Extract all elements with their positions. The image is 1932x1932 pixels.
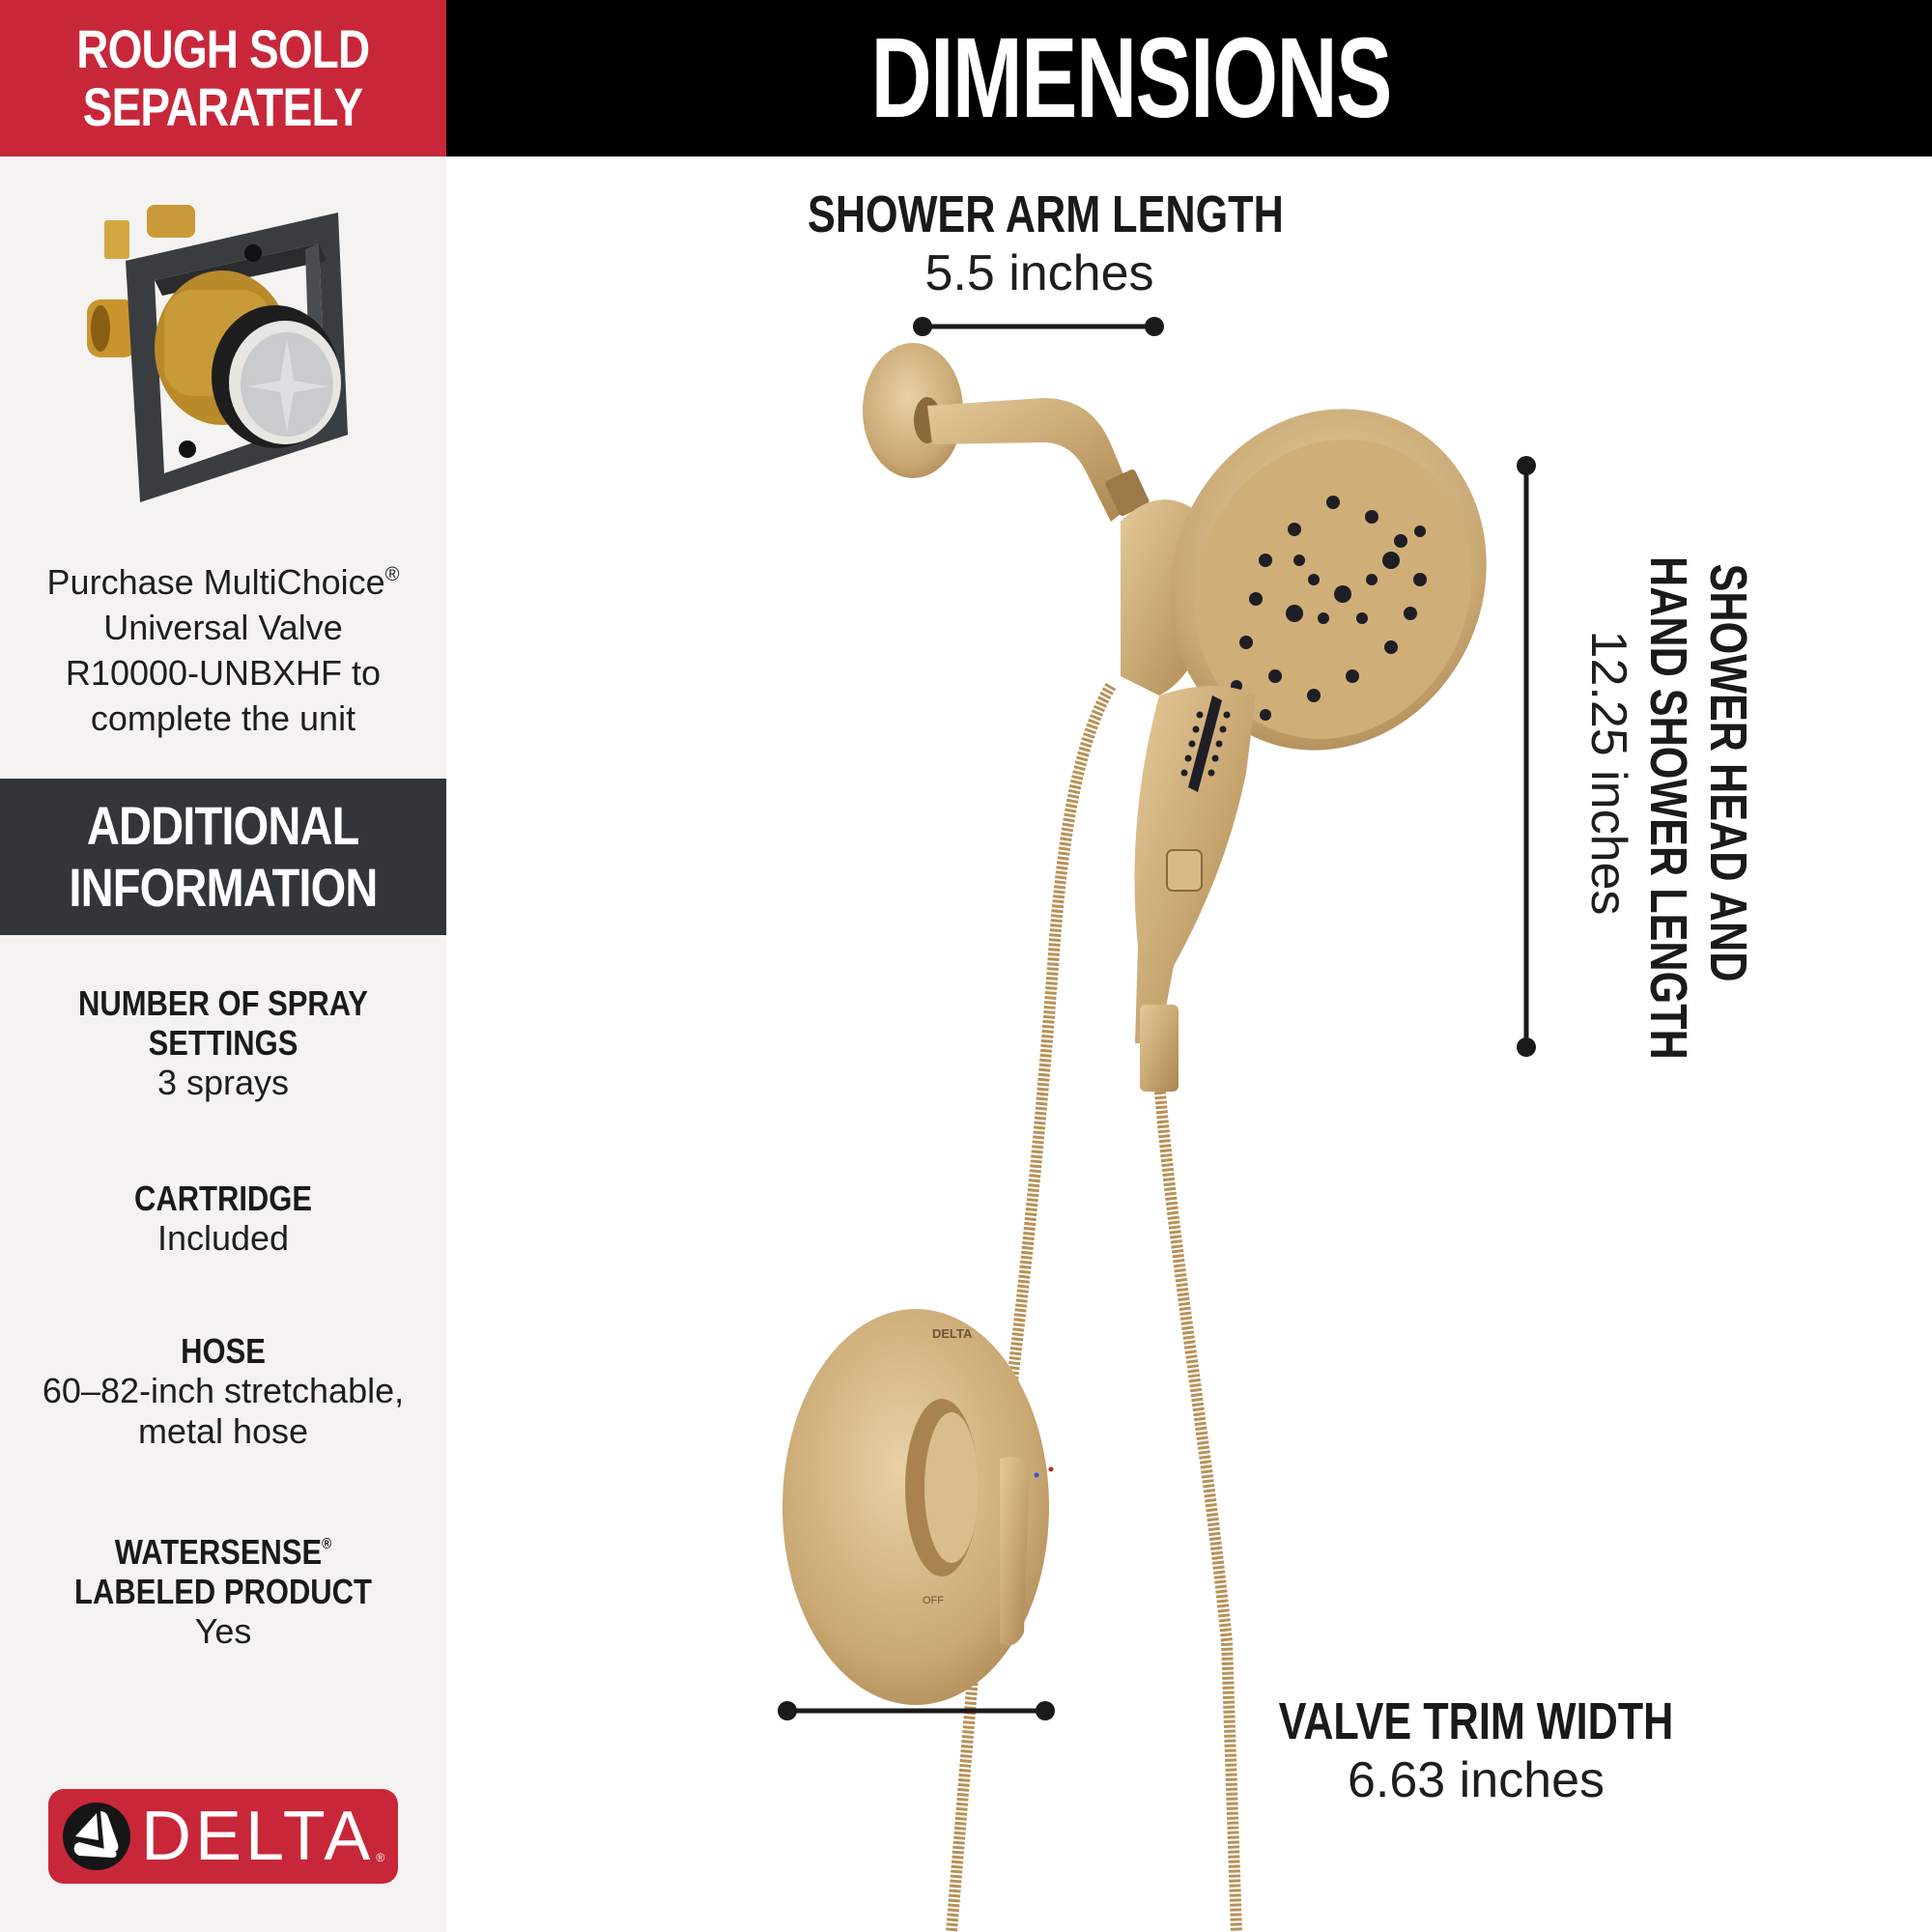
- rough-banner-line2: SEPARATELY: [83, 76, 363, 137]
- purchase-valve-note: Purchase MultiChoice® Universal Valve R1…: [0, 553, 446, 741]
- rough-valve-image: [87, 205, 348, 502]
- purchase-line1: Purchase MultiChoice: [46, 562, 385, 602]
- info-label: WATERSENSE®: [31, 1524, 414, 1572]
- purchase-line3-model: R10000-UNBXHF to: [65, 653, 382, 693]
- page-title: DIMENSIONS: [870, 14, 1393, 142]
- registered-mark: ®: [376, 1851, 385, 1864]
- info-label: LABELED PRODUCT: [74, 1572, 372, 1611]
- info-label: SETTINGS: [148, 1023, 298, 1063]
- watersense-label: WATERSENSE: [114, 1532, 323, 1572]
- info-label: NUMBER OF SPRAY: [78, 983, 368, 1023]
- info-value: 3 sprays: [156, 1063, 290, 1102]
- purchase-line2: Universal Valve: [103, 608, 343, 647]
- trim-off-marking: OFF: [923, 1595, 944, 1606]
- info-value: metal hose: [137, 1411, 309, 1451]
- info-label: HOSE: [181, 1331, 266, 1371]
- delta-brand-logo: DELTA ®: [48, 1789, 398, 1884]
- purchase-line4: complete the unit: [90, 698, 356, 738]
- info-spray-settings: NUMBER OF SPRAY SETTINGS 3 sprays: [0, 983, 446, 1103]
- info-value: 60–82-inch stretchable,: [42, 1371, 405, 1410]
- dimension-label: SHOWER HEAD AND: [1699, 563, 1757, 982]
- additional-information-banner: ADDITIONAL INFORMATION: [0, 779, 446, 935]
- registered-mark: ®: [322, 1536, 332, 1552]
- info-label: CARTRIDGE: [133, 1179, 313, 1218]
- dimensions-header: DIMENSIONS: [446, 0, 1932, 156]
- rough-sold-separately-banner: ROUGH SOLD SEPARATELY: [0, 0, 446, 156]
- shower-arm-dimension: SHOWER ARM LENGTH 5.5 inches: [750, 185, 1329, 303]
- delta-triangle-icon: [63, 1803, 130, 1870]
- delta-wordmark: DELTA: [141, 1798, 375, 1875]
- addl-banner-line1: ADDITIONAL: [87, 795, 359, 856]
- shower-product-image: DELTA OFF: [782, 343, 1487, 1932]
- dimension-label: SHOWER ARM LENGTH: [808, 185, 1284, 243]
- dimension-value: 12.25 inches: [1580, 630, 1636, 916]
- dimension-value: 5.5 inches: [924, 245, 1154, 301]
- info-watersense: WATERSENSE® LABELED PRODUCT Yes: [0, 1524, 446, 1652]
- rough-banner-line1: ROUGH SOLD: [76, 18, 370, 79]
- dimension-value: 6.63 inches: [1348, 1752, 1605, 1808]
- dimension-label: HAND SHOWER LENGTH: [1639, 556, 1697, 1060]
- dimension-label: VALVE TRIM WIDTH: [1278, 1692, 1674, 1750]
- info-cartridge: CARTRIDGE Included: [0, 1179, 446, 1259]
- shower-head-dimension: SHOWER HEAD AND HAND SHOWER LENGTH 12.25…: [1546, 502, 1758, 1060]
- trim-brand-marking: DELTA: [932, 1326, 973, 1341]
- registered-mark: ®: [384, 564, 400, 585]
- sidebar: ROUGH SOLD SEPARATELY Purchase MultiChoi…: [0, 0, 446, 1932]
- info-value: Yes: [194, 1611, 252, 1651]
- addl-banner-line2: INFORMATION: [69, 857, 378, 918]
- info-value: Included: [156, 1218, 290, 1258]
- info-hose: HOSE 60–82-inch stretchable, metal hose: [0, 1331, 446, 1452]
- valve-trim-dimension: VALVE TRIM WIDTH 6.63 inches: [1186, 1692, 1766, 1810]
